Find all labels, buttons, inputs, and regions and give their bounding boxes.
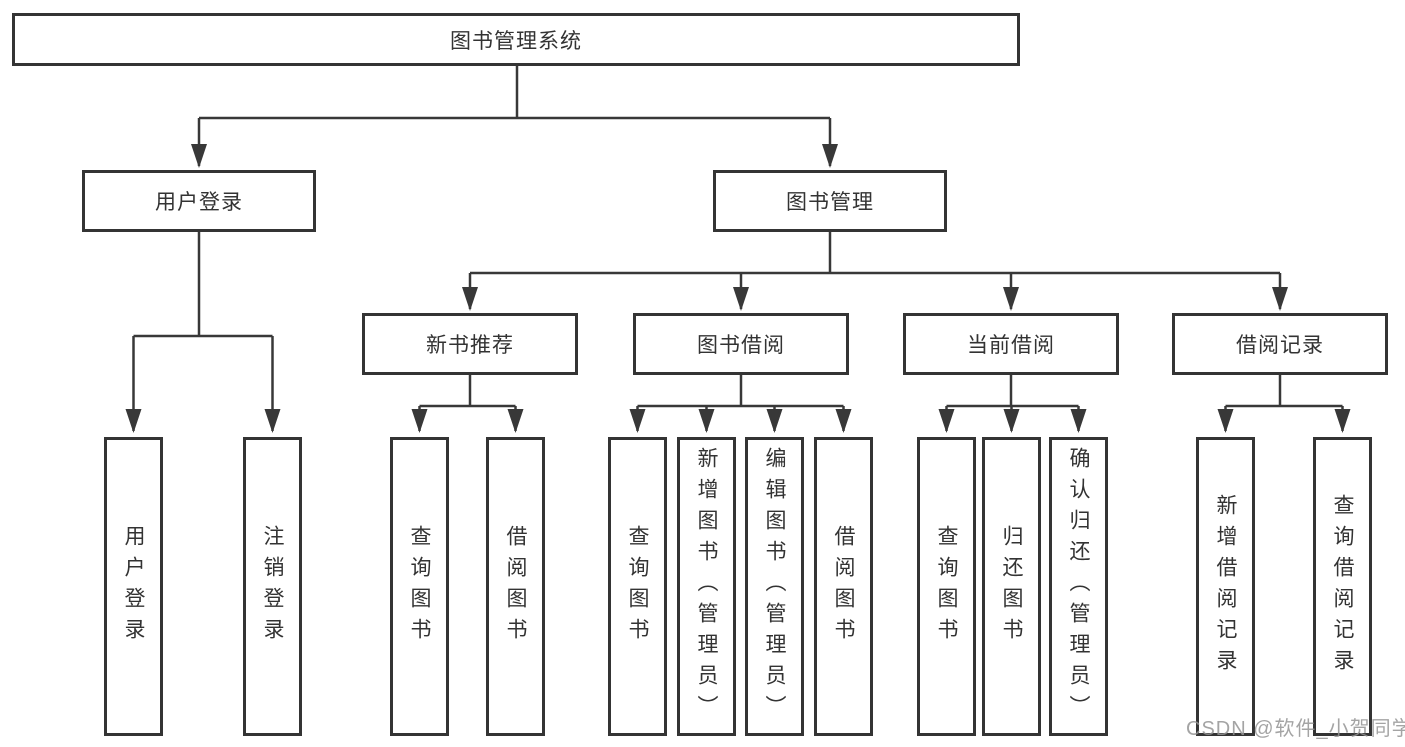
leaf-borrowing-borrow-books: 借阅图书 — [814, 437, 873, 736]
node-book-management: 图书管理 — [713, 170, 947, 232]
node-current-borrowing: 当前借阅 — [903, 313, 1119, 375]
connector-book-borrow-section — [629, 375, 852, 433]
node-label: 当前借阅 — [967, 334, 1055, 357]
node-label: 查询借阅记录 — [1331, 493, 1354, 680]
leaf-current-query-books: 查询图书 — [917, 437, 976, 736]
node-label: 图书借阅 — [697, 334, 785, 357]
connector-borrow-records-section — [1217, 375, 1351, 433]
node-label: 用户登录 — [155, 191, 243, 214]
node-label: 新增图书（管理员） — [695, 447, 718, 726]
node-user-login: 用户登录 — [82, 170, 316, 232]
node-label: 用户登录 — [122, 524, 145, 649]
node-label: 图书管理系统 — [450, 29, 582, 53]
node-label: 新书推荐 — [426, 334, 514, 357]
leaf-recommend-borrow-books: 借阅图书 — [486, 437, 545, 736]
node-label: 编辑图书（管理员） — [763, 447, 786, 726]
node-label: 新增借阅记录 — [1214, 493, 1237, 680]
connector-user-login-branch — [125, 232, 281, 433]
csdn-watermark: CSDN @软件_小贺同学 — [1186, 718, 1405, 740]
connector-current-borrow-section — [938, 375, 1087, 433]
leaf-confirm-return-admin: 确认归还（管理员） — [1049, 437, 1108, 736]
connector-root-to-level2 — [191, 66, 838, 168]
leaf-add-borrow-record: 新增借阅记录 — [1196, 437, 1255, 736]
node-label: 查询图书 — [408, 524, 431, 649]
node-label: 借阅记录 — [1236, 334, 1324, 357]
leaf-add-books-admin: 新增图书（管理员） — [677, 437, 736, 736]
node-label: 归还图书 — [1000, 524, 1023, 649]
leaf-user-login: 用户登录 — [104, 437, 163, 736]
node-new-book-recommend: 新书推荐 — [362, 313, 578, 375]
node-borrowing-records: 借阅记录 — [1172, 313, 1388, 375]
leaf-return-books: 归还图书 — [982, 437, 1041, 736]
node-label: 查询图书 — [935, 524, 958, 649]
node-label: 确认归还（管理员） — [1067, 447, 1090, 726]
node-book-borrowing: 图书借阅 — [633, 313, 849, 375]
node-label: 注销登录 — [261, 524, 284, 649]
leaf-borrowing-query-books: 查询图书 — [608, 437, 667, 736]
node-library-management-system: 图书管理系统 — [12, 13, 1020, 66]
connector-new-book-section — [411, 375, 524, 433]
node-label: 借阅图书 — [832, 524, 855, 649]
node-label: 借阅图书 — [504, 524, 527, 649]
leaf-recommend-query-books: 查询图书 — [390, 437, 449, 736]
node-label: 查询图书 — [626, 524, 649, 649]
leaf-query-borrow-record: 查询借阅记录 — [1313, 437, 1372, 736]
leaf-logout-login: 注销登录 — [243, 437, 302, 736]
connector-book-management-branch — [462, 232, 1288, 311]
node-label: 图书管理 — [786, 191, 874, 214]
leaf-edit-books-admin: 编辑图书（管理员） — [745, 437, 804, 736]
